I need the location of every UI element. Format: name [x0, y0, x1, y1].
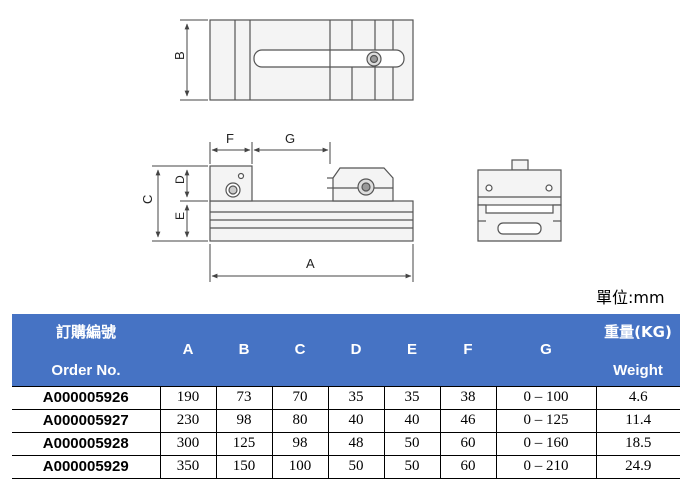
cell-g: 0 – 125 — [496, 409, 597, 433]
label-g: G — [285, 131, 295, 146]
cell-d: 40 — [328, 409, 385, 433]
cell-g: 0 – 160 — [496, 432, 597, 456]
label-d: D — [173, 175, 187, 184]
cell-b: 73 — [216, 385, 273, 410]
cell-d: 50 — [328, 455, 385, 479]
cell-f: 60 — [440, 432, 497, 456]
cell-b: 125 — [216, 432, 273, 456]
header-order-en: Order No. — [51, 361, 121, 379]
label-f: F — [226, 131, 234, 146]
side-view — [209, 165, 414, 242]
cell-g: 0 – 100 — [496, 385, 597, 410]
cell-c: 98 — [272, 432, 329, 456]
cell-a: 190 — [160, 385, 217, 410]
cell-c: 100 — [272, 455, 329, 479]
top-view — [209, 19, 414, 101]
header-col-d: D — [328, 314, 384, 386]
cell-order: A000005926 — [12, 385, 161, 410]
table-row: A000005927 230 98 80 40 40 46 0 – 125 11… — [12, 409, 680, 433]
table-row: A000005929 350 150 100 50 50 60 0 – 210 … — [12, 455, 680, 479]
cell-weight: 4.6 — [596, 385, 680, 410]
dimension-a — [209, 244, 414, 282]
cell-e: 50 — [384, 455, 441, 479]
cell-g: 0 – 210 — [496, 455, 597, 479]
table-row: A000005928 300 125 98 48 50 60 0 – 160 1… — [12, 432, 680, 456]
cell-f: 38 — [440, 385, 497, 410]
dimension-f-g — [209, 142, 331, 164]
cell-b: 98 — [216, 409, 273, 433]
dimension-b — [180, 19, 208, 101]
cell-order: A000005929 — [12, 455, 161, 479]
technical-drawing: B F G C D E — [140, 19, 562, 282]
label-e: E — [173, 212, 187, 220]
label-c: C — [140, 195, 155, 204]
header-weight-en: Weight — [613, 361, 663, 379]
cell-c: 80 — [272, 409, 329, 433]
header-col-f: F — [440, 314, 496, 386]
header-col-c: C — [272, 314, 328, 386]
cell-a: 230 — [160, 409, 217, 433]
unit-label: 單位:mm — [596, 288, 665, 307]
header-col-e: E — [384, 314, 440, 386]
cell-order: A000005928 — [12, 432, 161, 456]
front-view — [477, 159, 562, 242]
cell-weight: 11.4 — [596, 409, 680, 433]
header-order-zh: 訂購編號 — [55, 322, 116, 341]
spec-table: 訂購編號 Order No. A B C D E F G 重量(KG) Weig… — [12, 314, 680, 479]
dimension-c-d-e — [152, 165, 208, 242]
cell-weight: 18.5 — [596, 432, 680, 456]
table-header-row: 訂購編號 Order No. A B C D E F G 重量(KG) Weig… — [12, 314, 680, 386]
label-b: B — [172, 51, 187, 60]
cell-e: 50 — [384, 432, 441, 456]
header-order-no: 訂購編號 Order No. — [12, 314, 160, 386]
cell-order: A000005927 — [12, 409, 161, 433]
cell-d: 48 — [328, 432, 385, 456]
table-row: A000005926 190 73 70 35 35 38 0 – 100 4.… — [12, 385, 680, 410]
header-col-b: B — [216, 314, 272, 386]
cell-weight: 24.9 — [596, 455, 680, 479]
label-a: A — [306, 256, 315, 271]
header-weight-zh: 重量(KG) — [604, 322, 672, 341]
cell-d: 35 — [328, 385, 385, 410]
cell-c: 70 — [272, 385, 329, 410]
header-col-a: A — [160, 314, 216, 386]
cell-a: 350 — [160, 455, 217, 479]
cell-f: 46 — [440, 409, 497, 433]
header-col-g: G — [496, 314, 596, 386]
cell-a: 300 — [160, 432, 217, 456]
cell-b: 150 — [216, 455, 273, 479]
cell-e: 35 — [384, 385, 441, 410]
cell-f: 60 — [440, 455, 497, 479]
cell-e: 40 — [384, 409, 441, 433]
header-weight: 重量(KG) Weight — [596, 314, 680, 386]
